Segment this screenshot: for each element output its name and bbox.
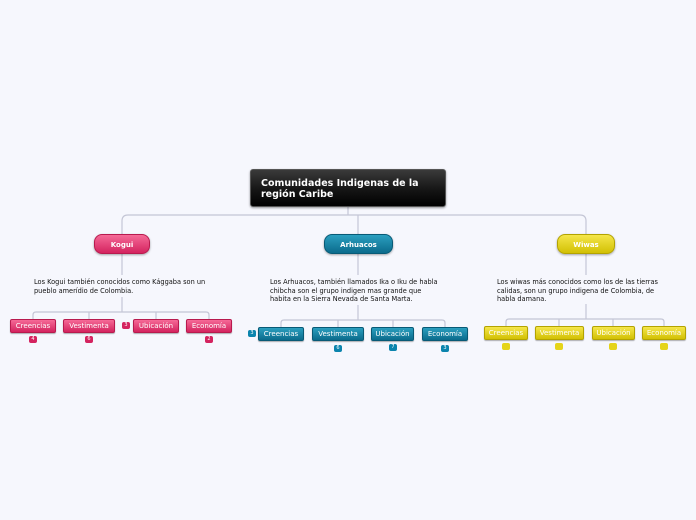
arhuacos-economia[interactable]: Economía bbox=[422, 327, 468, 341]
wiwas-vestimenta[interactable]: Vestimenta bbox=[535, 326, 584, 340]
kogui-creencias[interactable]: Creencias bbox=[10, 319, 56, 333]
branch-label: Wiwas bbox=[573, 241, 599, 249]
branch-label: Arhuacos bbox=[340, 241, 377, 249]
kogui-side-badge: 3 bbox=[122, 322, 130, 329]
kogui-ubicacion[interactable]: Ubicación bbox=[133, 319, 179, 333]
kogui-description: Los Kogui también conocidos como Kággaba… bbox=[34, 278, 206, 295]
arhuacos-economia-count: 3 bbox=[441, 345, 449, 352]
arhuacos-side-badge: 3 bbox=[248, 330, 256, 337]
branch-arhuacos[interactable]: Arhuacos bbox=[324, 234, 393, 254]
kogui-economia-count: 2 bbox=[205, 336, 213, 343]
arhuacos-vestimenta[interactable]: Vestimenta bbox=[312, 327, 364, 341]
wiwas-vestimenta-marker bbox=[555, 343, 563, 350]
kogui-economia[interactable]: Economía bbox=[186, 319, 232, 333]
wiwas-economia[interactable]: Economía bbox=[642, 326, 686, 340]
wiwas-ubicacion-marker bbox=[609, 343, 617, 350]
branch-kogui[interactable]: Kogui bbox=[94, 234, 150, 254]
arhuacos-ubicacion[interactable]: Ubicación bbox=[371, 327, 414, 341]
root-title: Comunidades Indigenas de la región Carib… bbox=[261, 178, 419, 200]
root-topic[interactable]: Comunidades Indigenas de la región Carib… bbox=[250, 169, 446, 207]
kogui-vestimenta-count: 6 bbox=[85, 336, 93, 343]
kogui-vestimenta[interactable]: Vestimenta bbox=[63, 319, 115, 333]
wiwas-description: Los wiwas más conocidos como los de las … bbox=[497, 278, 658, 303]
branch-label: Kogui bbox=[110, 241, 134, 249]
wiwas-creencias[interactable]: Creencias bbox=[484, 326, 528, 340]
arhuacos-ubicacion-count: 7 bbox=[389, 344, 397, 351]
branch-wiwas[interactable]: Wiwas bbox=[557, 234, 615, 254]
wiwas-ubicacion[interactable]: Ubicación bbox=[592, 326, 635, 340]
kogui-creencias-count: 4 bbox=[29, 336, 37, 343]
arhuacos-vestimenta-count: 6 bbox=[334, 345, 342, 352]
wiwas-economia-marker bbox=[660, 343, 668, 350]
arhuacos-creencias[interactable]: Creencias bbox=[258, 327, 304, 341]
arhuacos-description: Los Arhuacos, también llamados Ika o Iku… bbox=[270, 278, 438, 303]
wiwas-creencias-marker bbox=[502, 343, 510, 350]
